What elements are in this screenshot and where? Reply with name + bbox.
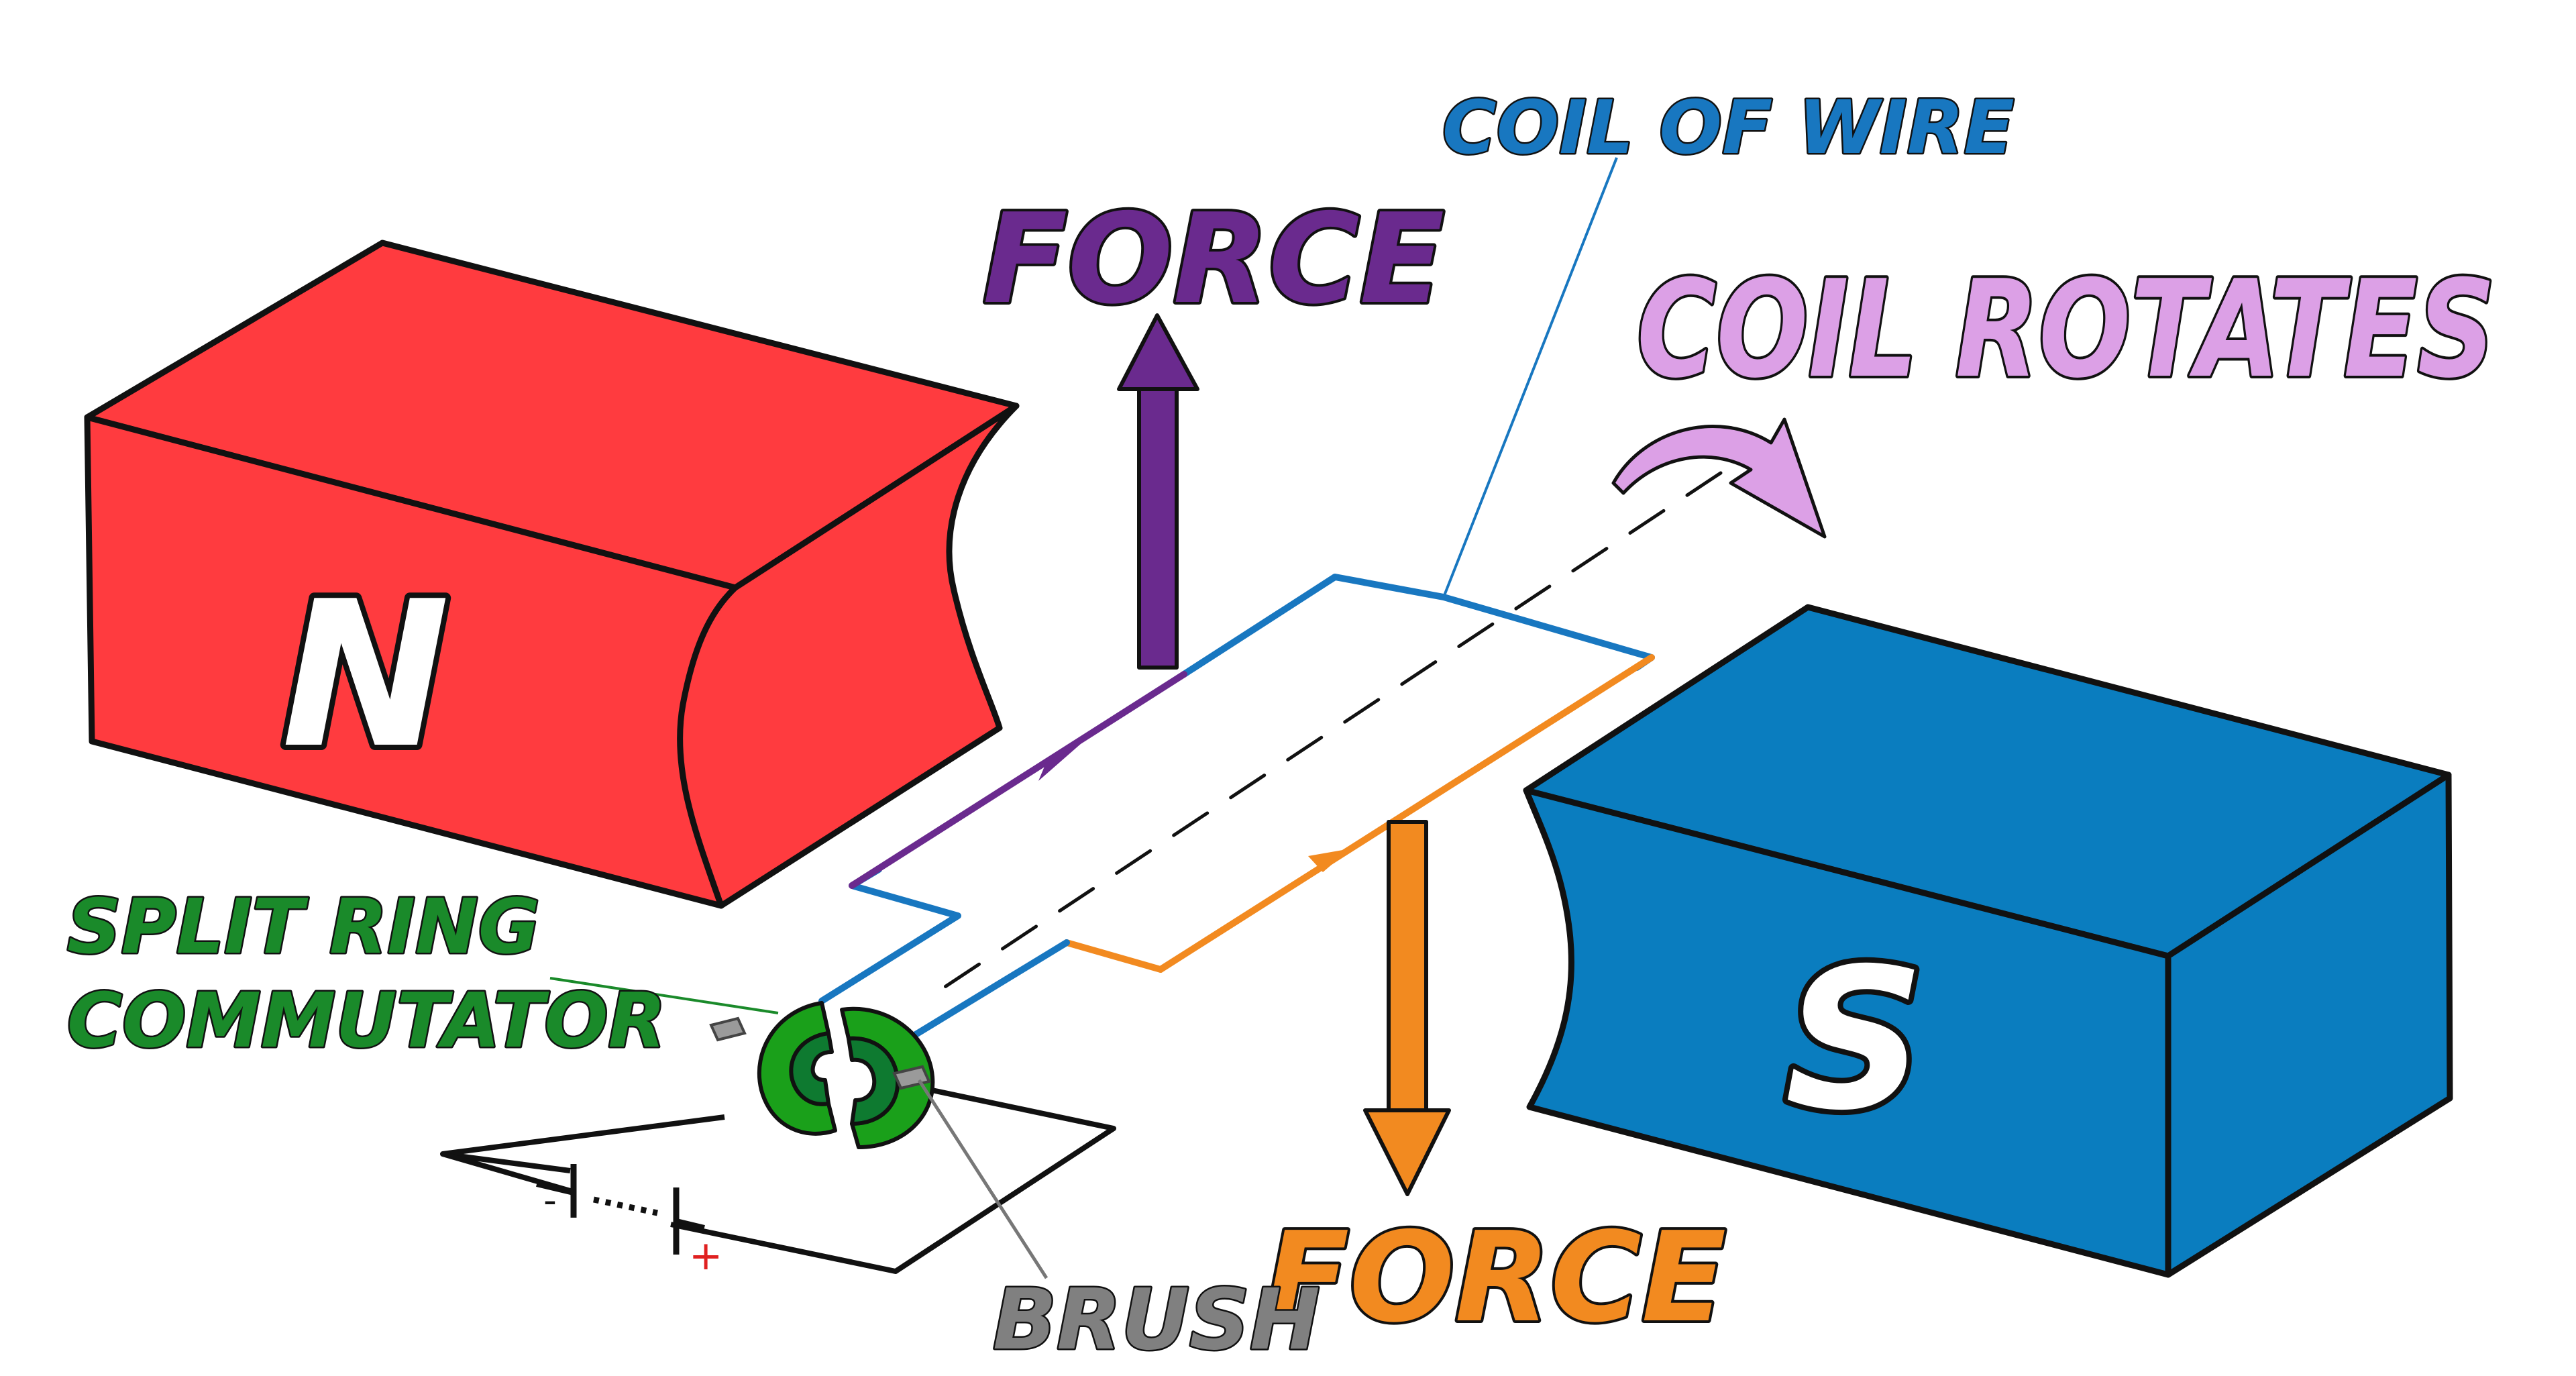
- rotation-arrow: [1611, 417, 1827, 539]
- force-arrow-down-head: [1363, 1108, 1451, 1196]
- coil-rotates-label: COIL ROTATES: [1637, 252, 2496, 408]
- current-arrow-left: [1038, 743, 1081, 781]
- south-magnet: [1523, 604, 2453, 1278]
- coil-wire-segment: [909, 939, 1070, 1040]
- force-arrow-down: [1363, 820, 1451, 1196]
- force-arrow-up-shaft: [1137, 380, 1179, 670]
- rotation-axis: [934, 471, 1723, 995]
- force-arrow-up-head: [1117, 313, 1199, 391]
- north-magnet: [84, 240, 1020, 909]
- brush-leader: [917, 1079, 1049, 1279]
- coil-wire-segment: [1181, 574, 1655, 678]
- split-ring-commutator: [757, 1001, 935, 1149]
- south-magnet-pole-face: [1523, 787, 2171, 1278]
- force-arrow-down-shaft: [1387, 820, 1428, 1112]
- battery-plus-sign: +: [689, 1232, 722, 1279]
- battery-internal-dots: [593, 1196, 658, 1216]
- brush-left: [709, 1016, 747, 1042]
- split-ring-label-line2: COMMUTATOR: [67, 977, 666, 1065]
- coil-side-right: [1157, 654, 1655, 973]
- commutator-half-back-face: [789, 1031, 834, 1106]
- coil-wire-segment: [1063, 939, 1164, 973]
- coil-of-wire-leader: [1442, 157, 1618, 598]
- circuit-wire: [440, 1114, 725, 1173]
- north-magnet-pole-face: [677, 403, 1020, 909]
- battery-circuit: [440, 1086, 1116, 1274]
- circuit-wire: [536, 1181, 574, 1196]
- force-label-top: FORCE: [983, 187, 1444, 331]
- coil-wire-segment: [818, 866, 961, 1004]
- commutator-leader: [549, 977, 779, 1014]
- coil-of-wire-label: COIL OF WIRE: [1442, 85, 2015, 170]
- force-label-bottom: FORCE: [1265, 1205, 1726, 1350]
- force-arrow-up: [1117, 313, 1199, 670]
- coil-side-left: [849, 671, 1187, 889]
- commutator-half-front-face: [847, 1036, 900, 1126]
- split-ring-label-line1: SPLIT RING: [67, 884, 540, 971]
- north-pole-label: N: [281, 558, 449, 792]
- coil: [818, 471, 1723, 1040]
- battery-minus-sign: -: [543, 1179, 557, 1222]
- circuit-wire: [676, 1218, 705, 1230]
- brush-label: BRUSH: [993, 1271, 1320, 1369]
- south-pole-label: S: [1785, 927, 1925, 1153]
- circuit-wire: [670, 1086, 1116, 1274]
- current-arrow-right: [1308, 849, 1350, 872]
